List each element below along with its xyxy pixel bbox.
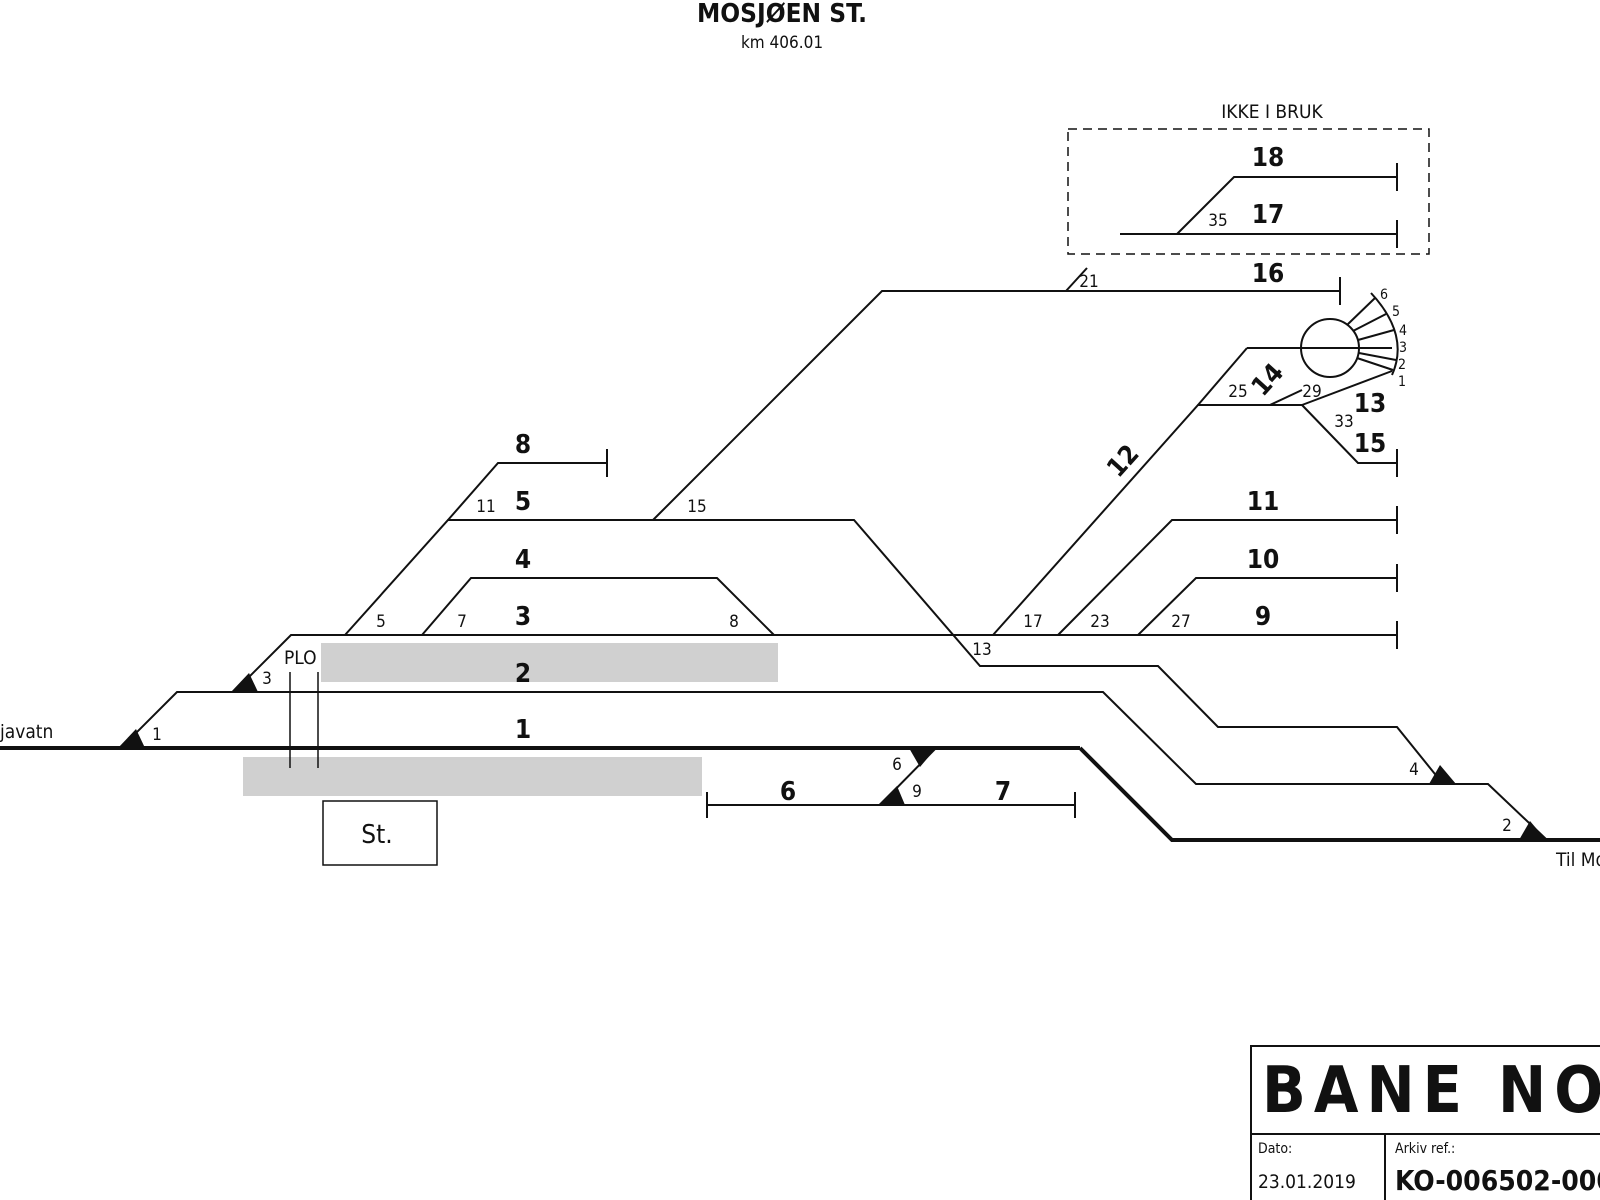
track-label-13: 13	[1354, 389, 1387, 419]
switch-label-17: 17	[1023, 612, 1042, 632]
track-label-6: 6	[780, 777, 796, 807]
switch-label-3: 3	[262, 669, 272, 689]
track-2	[120, 691, 1548, 841]
switch-2-marker	[1519, 821, 1546, 840]
track-12-upper	[1197, 347, 1248, 406]
switch-label-21: 21	[1079, 272, 1098, 292]
platform-lower	[243, 757, 702, 796]
stall-label-5: 5	[1392, 304, 1400, 320]
turntable-stall-2	[1358, 352, 1397, 361]
track-label-14: 14	[1246, 358, 1290, 402]
track-label-10: 10	[1247, 545, 1280, 575]
track-label-12: 12	[1101, 439, 1145, 483]
turntable-stall-arc	[1370, 292, 1399, 376]
switch-4-marker	[1429, 765, 1456, 784]
switch-1-marker	[118, 729, 145, 748]
turntable-stall-1	[1356, 357, 1394, 371]
track-13	[1301, 370, 1393, 406]
stall-label-3: 3	[1399, 340, 1407, 356]
company-logo: BANE NOR	[1262, 1054, 1600, 1128]
track-label-3: 3	[515, 602, 531, 632]
track-4	[421, 577, 775, 636]
track-label-7: 7	[995, 777, 1011, 807]
title-block	[1250, 1045, 1600, 1200]
switch-label-15: 15	[687, 497, 706, 517]
station-title: MOSJØEN ST.	[697, 0, 867, 29]
date-value: 23.01.2019	[1258, 1171, 1356, 1193]
track-5	[344, 519, 1444, 785]
switch-label-4: 4	[1409, 760, 1419, 780]
unused-area-label: IKKE I BRUK	[1221, 101, 1323, 123]
stall-label-1: 1	[1398, 374, 1406, 390]
station-km: km 406.01	[741, 33, 823, 53]
track-15	[1301, 404, 1397, 464]
switch-label-35: 35	[1208, 211, 1227, 231]
turntable-stall-5	[1352, 313, 1387, 332]
direction-right-label: Til Mo	[1555, 849, 1600, 871]
switch-label-5: 5	[376, 612, 386, 632]
track-11	[1057, 519, 1397, 636]
switch-label-25: 25	[1228, 382, 1247, 402]
track-label-15: 15	[1354, 429, 1387, 459]
switch-label-23: 23	[1090, 612, 1109, 632]
stall-label-4: 4	[1399, 323, 1407, 339]
switch-label-1: 1	[152, 725, 162, 745]
switch-label-2: 2	[1502, 816, 1512, 836]
track-3	[233, 634, 1397, 693]
switch-label-6: 6	[892, 755, 902, 775]
platform-upper	[321, 643, 778, 682]
switch-9-marker	[878, 786, 905, 805]
track-label-9: 9	[1255, 602, 1271, 632]
switch-label-29: 29	[1302, 382, 1321, 402]
switch-21-stub	[1065, 267, 1088, 292]
switch-3-marker	[231, 673, 258, 692]
archive-ref: KO-006502-000	[1395, 1164, 1600, 1197]
date-label: Dato:	[1258, 1141, 1292, 1157]
station-building	[322, 800, 438, 866]
stall-label-2: 2	[1398, 357, 1406, 373]
switch-label-7: 7	[457, 612, 467, 632]
turntable-stall-4	[1357, 329, 1395, 341]
track-label-18: 18	[1252, 143, 1285, 173]
direction-left-label: javatn	[0, 721, 53, 743]
track-label-17: 17	[1252, 200, 1285, 230]
track-12	[992, 389, 1303, 636]
main-line-right	[1078, 746, 1600, 842]
track-10	[1137, 577, 1397, 636]
track-label-1: 1	[515, 715, 531, 745]
switch-label-13: 13	[972, 640, 991, 660]
track-label-8: 8	[515, 430, 531, 460]
track-label-5: 5	[515, 487, 531, 517]
switch-label-33: 33	[1334, 412, 1353, 432]
track-16	[652, 290, 1340, 521]
track-label-11: 11	[1247, 487, 1280, 517]
track-label-4: 4	[515, 545, 531, 575]
turntable-stall-6	[1346, 297, 1376, 326]
platform-label: PLO	[284, 647, 317, 669]
switch-label-8: 8	[729, 612, 739, 632]
switch-6-marker	[909, 748, 936, 767]
switch-label-27: 27	[1171, 612, 1190, 632]
switch-label-9: 9	[912, 782, 922, 802]
track-label-16: 16	[1252, 259, 1285, 289]
station-building-label: St.	[361, 820, 392, 850]
track-18	[1176, 176, 1397, 235]
archive-label: Arkiv ref.:	[1395, 1141, 1455, 1157]
stall-label-6: 6	[1380, 287, 1388, 303]
unused-area-box	[1067, 128, 1430, 255]
switch-label-11: 11	[476, 497, 495, 517]
track-label-2: 2	[515, 659, 531, 689]
track-8	[447, 462, 607, 521]
